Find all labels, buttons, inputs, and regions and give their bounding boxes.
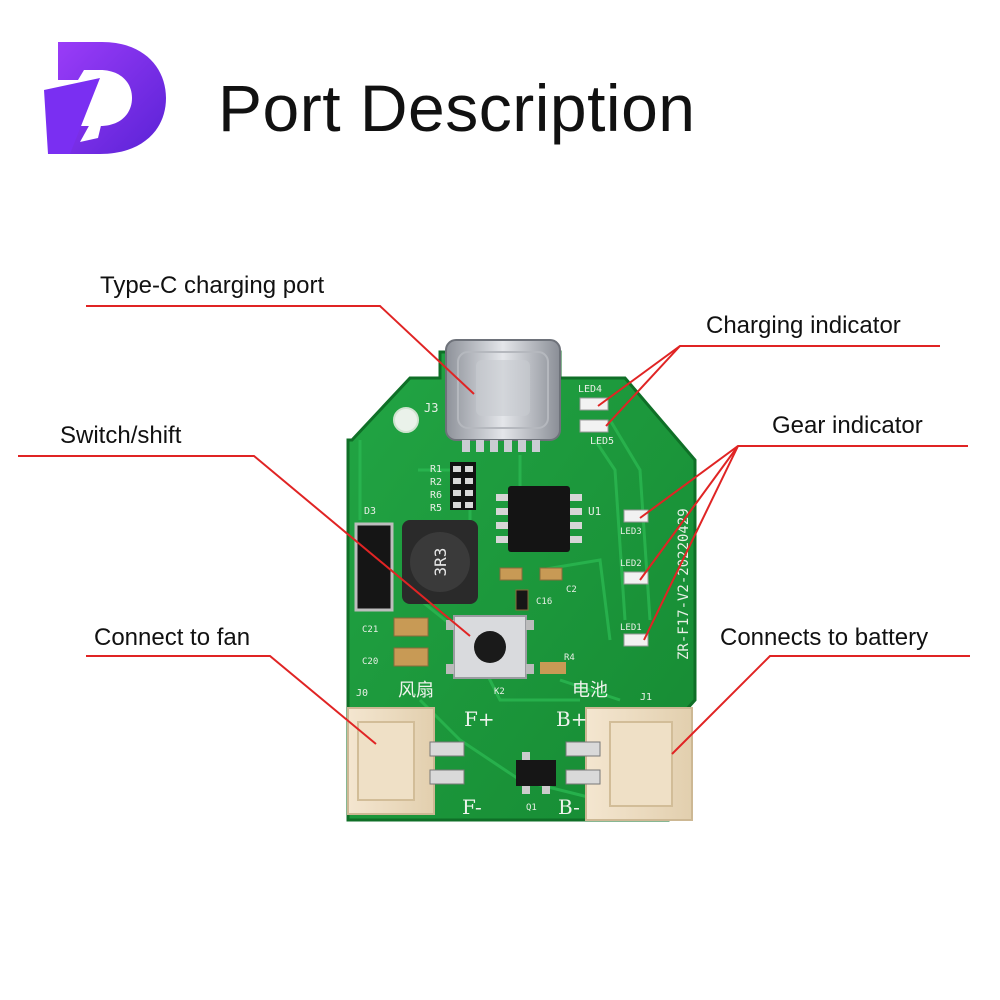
- silk-c2: C2: [566, 585, 577, 595]
- leader-connect-fan: [86, 655, 377, 745]
- type-c-port: [445, 339, 561, 452]
- label-connects-to-battery: Connects to battery: [720, 624, 929, 651]
- callout-lines: [18, 305, 970, 755]
- silk-3r3: 3R3: [431, 548, 450, 577]
- leader-charging-indicator: [597, 345, 940, 407]
- silk-r2: R2: [430, 477, 442, 488]
- charging-leds: [579, 397, 609, 433]
- silk-k2: K2: [494, 687, 505, 697]
- tactile-switch-k2: [446, 615, 534, 679]
- label-switch-shift: Switch/shift: [60, 422, 182, 449]
- silk-c20: C20: [362, 657, 378, 667]
- silk-j1: J1: [640, 692, 652, 703]
- label-type-c-charging-port: Type-C charging port: [100, 272, 325, 299]
- silk-led4: LED4: [578, 384, 602, 395]
- silk-led3: LED3: [620, 527, 642, 537]
- silk-r4: R4: [564, 653, 575, 663]
- silk-c21: C21: [362, 625, 378, 635]
- silk-j3: J3: [424, 401, 438, 415]
- silk-led5: LED5: [590, 436, 614, 447]
- silk-f-plus: F+: [464, 707, 495, 731]
- silk-j0: J0: [356, 688, 368, 699]
- leader-connect-battery: [671, 655, 970, 755]
- silk-b-minus: B-: [558, 795, 580, 819]
- silk-r1: R1: [430, 464, 442, 475]
- silk-revision: ZR-F17-V2-20220429: [676, 508, 692, 660]
- page-title: Port Description: [218, 71, 696, 145]
- silk-u1: U1: [588, 505, 601, 518]
- silk-r5: R5: [430, 503, 442, 514]
- label-gear-indicator: Gear indicator: [772, 412, 923, 439]
- chip-u1: [496, 486, 582, 552]
- fan-connector: [347, 707, 465, 815]
- silk-led2: LED2: [620, 559, 642, 569]
- silk-c16: C16: [536, 597, 552, 607]
- silk-fan-cn: 风扇: [398, 680, 434, 701]
- silk-b-plus: B+: [556, 707, 587, 731]
- leader-type-c: [86, 305, 475, 395]
- silk-d3: D3: [364, 506, 376, 517]
- gear-leds: [623, 509, 649, 647]
- inductor-3r3: [402, 520, 478, 604]
- mosfet-q1: [516, 752, 556, 794]
- brand-logo-icon: [44, 42, 166, 154]
- silk-battery-cn: 电池: [572, 680, 608, 701]
- label-connect-to-fan: Connect to fan: [94, 624, 251, 651]
- silk-r6: R6: [430, 490, 442, 501]
- silk-f-minus: F-: [462, 795, 482, 819]
- leader-switch-shift: [18, 455, 471, 637]
- label-charging-indicator: Charging indicator: [706, 312, 901, 339]
- silk-q1: Q1: [526, 803, 537, 813]
- battery-connector: [565, 707, 693, 821]
- resistor-array: [450, 462, 476, 510]
- silk-led1: LED1: [620, 623, 642, 633]
